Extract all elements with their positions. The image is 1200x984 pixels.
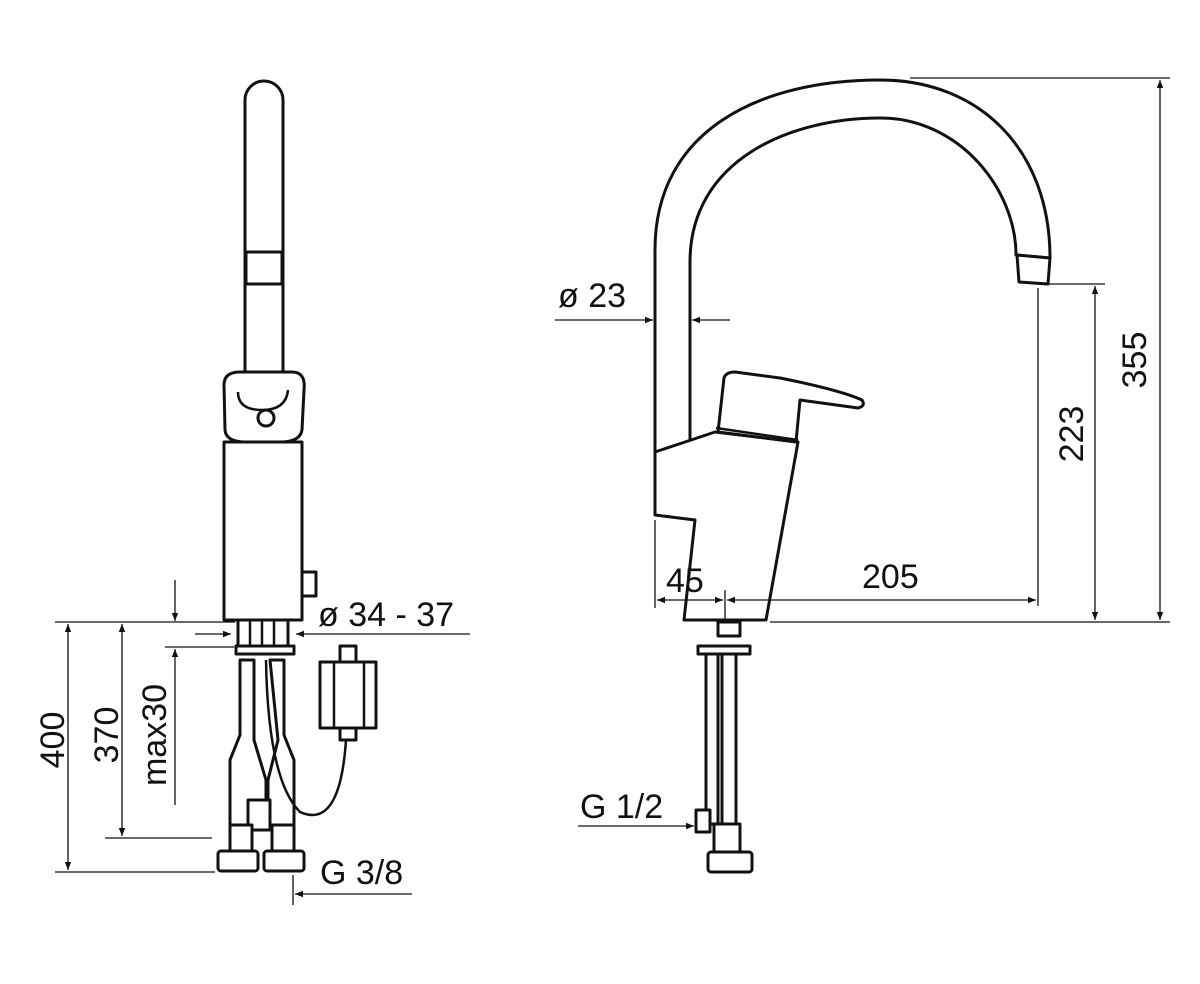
front-view: ø 34 - 37 400 370 max30 G 3/8: [34, 79, 470, 905]
control-box: [318, 660, 378, 730]
sensor-cable: [264, 659, 348, 817]
handle-screw: [256, 408, 276, 428]
dim-45: 45: [666, 562, 704, 600]
box-connector-bottom: [338, 726, 358, 742]
dim-355: 355: [1116, 332, 1154, 389]
g12-fitting: [694, 808, 712, 834]
side-nut: [706, 850, 754, 874]
sensor-button: [300, 570, 318, 598]
stem-fitting-top: [716, 620, 742, 638]
fitting-left: [228, 823, 254, 853]
dim-max30: max30: [136, 684, 174, 786]
dim-205: 205: [862, 558, 919, 596]
dim-370: 370: [88, 707, 126, 764]
hose-left-side: [704, 652, 720, 826]
lever-handle: [716, 370, 865, 444]
mount-plate: [234, 644, 296, 656]
dim-223: 223: [1053, 406, 1091, 463]
side-view: ø 23 45 205 355 223 G 1/2: [555, 77, 1170, 874]
center-stem: [246, 798, 272, 832]
dim-spout-diameter: ø 23: [558, 277, 626, 315]
spout-tube-front: [243, 79, 285, 382]
dim-body-diameter: ø 34 - 37: [318, 596, 454, 634]
nut-left: [216, 849, 260, 873]
dim-400: 400: [34, 712, 72, 769]
side-fitting: [712, 822, 742, 854]
handle-head-front: [222, 370, 306, 444]
dim-g12: G 1/2: [580, 788, 663, 826]
dim-g38: G 3/8: [320, 854, 403, 892]
spout-outlet: [1015, 253, 1052, 286]
body-front: [222, 440, 304, 622]
box-connector-top: [338, 644, 358, 664]
fitting-right: [270, 823, 296, 853]
spout-band: [244, 250, 284, 286]
nut-right: [262, 849, 306, 873]
hose-right-side: [720, 652, 738, 826]
